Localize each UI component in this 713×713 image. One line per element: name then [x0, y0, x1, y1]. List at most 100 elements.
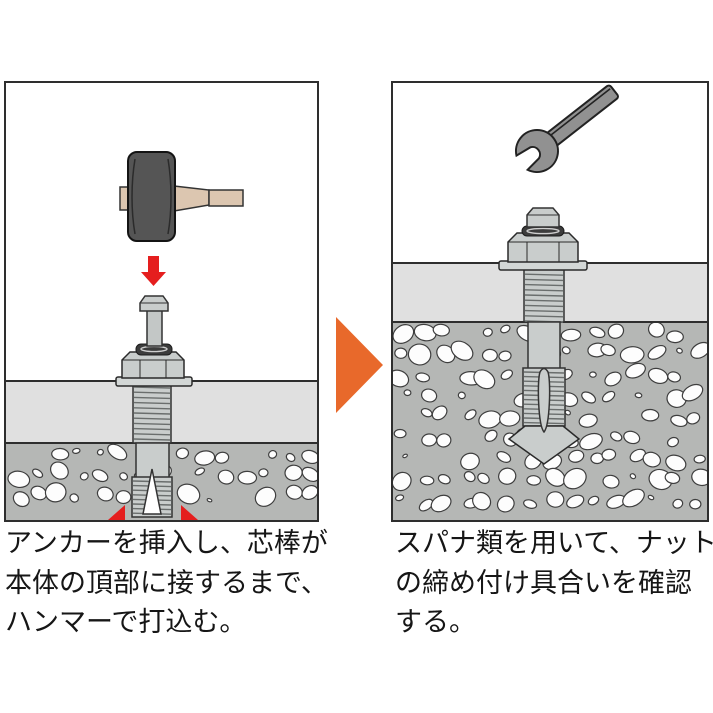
pebble: [7, 470, 31, 489]
pebble: [463, 471, 476, 483]
pebble: [96, 486, 114, 502]
thread-line: [133, 396, 171, 400]
thread-line: [524, 294, 564, 297]
pebble: [560, 328, 582, 342]
pebble: [72, 447, 81, 454]
pin-collar: [521, 225, 565, 237]
step-2-illustration: [391, 81, 709, 522]
pebble: [481, 348, 498, 363]
caption-line: アンカーを挿入し、芯棒が: [5, 528, 328, 559]
pebble: [420, 388, 438, 403]
thread-line: [524, 278, 564, 282]
pebble: [622, 488, 645, 508]
pebble: [394, 347, 408, 359]
pebble: [566, 494, 585, 509]
hex-nut: [507, 232, 579, 263]
pebble: [473, 369, 496, 390]
pebble: [647, 494, 655, 501]
pebble: [578, 413, 598, 428]
pebble: [498, 467, 517, 485]
pebble: [499, 410, 521, 427]
anchor-expanded-tip: [507, 425, 581, 465]
pebble: [415, 372, 431, 383]
pebble: [667, 371, 682, 383]
pebble: [107, 444, 128, 461]
step-1-panel: [4, 81, 319, 522]
pebble: [666, 436, 680, 448]
pebble: [393, 471, 412, 492]
pebble: [664, 471, 681, 485]
core-pin-head: [526, 207, 560, 228]
pebble: [623, 430, 641, 445]
pebble: [691, 468, 707, 487]
hammer-handle: [208, 189, 244, 207]
pebble: [96, 448, 104, 456]
pebble: [563, 467, 587, 490]
pebble: [301, 449, 317, 465]
wrench-jaw: [514, 129, 559, 173]
pebble: [647, 367, 669, 385]
pebble: [690, 341, 707, 359]
thread-line: [133, 417, 171, 420]
pebble: [258, 468, 269, 478]
pebble: [206, 497, 213, 503]
pebble: [665, 454, 687, 472]
pebble: [403, 389, 412, 397]
pebble: [460, 452, 480, 471]
step-2-panel: [391, 81, 709, 522]
pebble: [12, 491, 30, 508]
next-step-arrow-icon: [336, 317, 383, 413]
anchor-bolt: [498, 207, 588, 465]
step-1-caption: アンカーを挿入し、芯棒が 本体の頂部に接するまで、 ハンマーで打込む。: [5, 524, 328, 643]
pebble: [214, 451, 230, 464]
pebble: [51, 447, 70, 461]
pebble: [194, 467, 206, 476]
pebble: [393, 324, 415, 344]
pebble: [285, 452, 296, 463]
pebble: [546, 491, 565, 508]
pebble: [402, 453, 408, 459]
pebble: [32, 468, 44, 479]
pebble: [419, 475, 435, 486]
pebble: [561, 346, 571, 355]
pebble: [407, 343, 432, 366]
pebble: [568, 449, 585, 463]
step-1-illustration: [4, 81, 319, 522]
pebble: [602, 474, 620, 489]
pebble: [450, 340, 474, 361]
pebble: [579, 432, 603, 451]
pebble: [641, 408, 660, 422]
pebble: [432, 323, 450, 337]
thread-line: [133, 427, 171, 431]
pebble: [523, 499, 538, 509]
pebble: [610, 431, 623, 442]
pebble: [526, 475, 542, 486]
pebble: [589, 326, 606, 339]
pin-collar: [135, 343, 173, 356]
thread-line: [133, 422, 171, 426]
caption-line: する。: [395, 607, 476, 638]
pebble: [477, 472, 490, 485]
pebble: [91, 469, 109, 483]
pebble: [619, 346, 645, 364]
pebble: [437, 474, 451, 485]
pebble: [500, 324, 511, 334]
caption-line: ハンマーで打込む。: [5, 607, 247, 638]
pebble: [681, 383, 704, 402]
thread-line: [524, 309, 564, 313]
thread-line: [524, 299, 564, 302]
pebble: [237, 470, 258, 485]
caption-line: 本体の頂部に接するまで、: [5, 567, 328, 599]
pebble: [418, 498, 434, 512]
pebble: [500, 369, 513, 380]
pebble: [581, 391, 597, 404]
pebble: [395, 494, 405, 502]
thread-line: [133, 433, 171, 436]
pebble: [268, 449, 278, 459]
pebble: [670, 414, 688, 427]
thread-line: [133, 401, 171, 405]
hammer-head: [127, 151, 176, 242]
pebble: [430, 494, 452, 513]
pebble: [686, 412, 701, 425]
